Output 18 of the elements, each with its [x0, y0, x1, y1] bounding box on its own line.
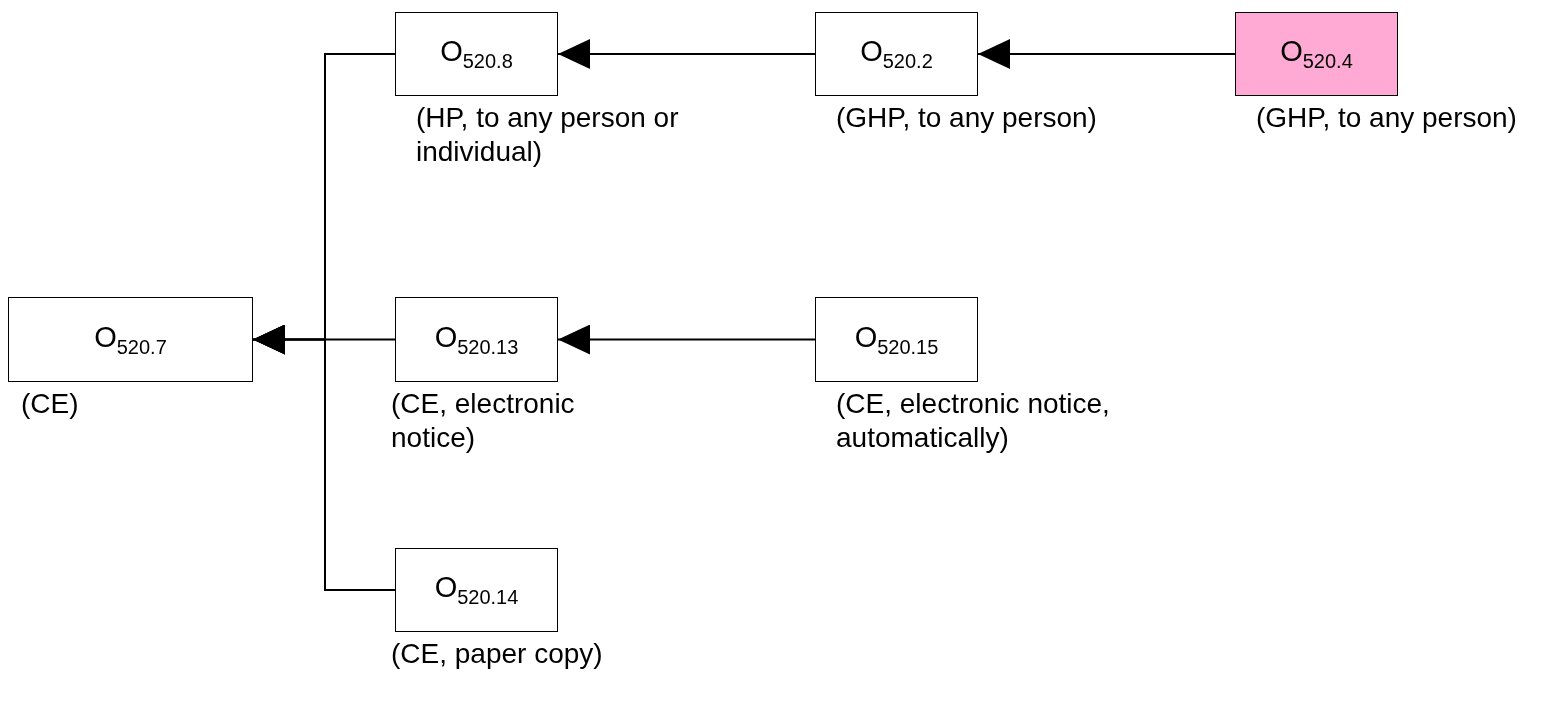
node-caption: (CE, electronic notice): [391, 387, 576, 455]
node-label: O$_{520.7}$: [94, 320, 167, 359]
node-label: O$_{520.14}$: [434, 571, 519, 609]
arrow: [977, 39, 1236, 69]
node-caption: (GHP, to any person): [1256, 101, 1518, 135]
node-label: O$_{520.2}$: [860, 35, 933, 73]
node-label: O$_{520.4}$: [1280, 35, 1353, 73]
node-caption: (CE): [21, 387, 80, 421]
arrow: [557, 39, 816, 69]
node-caption: (HP, to any person or individual): [416, 101, 680, 169]
node-caption: (CE, electronic notice, automatically): [836, 387, 1111, 455]
arrow: [252, 324, 396, 591]
arrow: [557, 324, 816, 355]
node-label: O$_{520.13}$: [434, 320, 519, 359]
node-caption: (GHP, to any person): [836, 101, 1098, 135]
node-caption: (CE, paper copy): [391, 637, 604, 671]
node-label: O$_{520.8}$: [440, 35, 513, 73]
node-label: O$_{520.15}$: [854, 320, 939, 359]
